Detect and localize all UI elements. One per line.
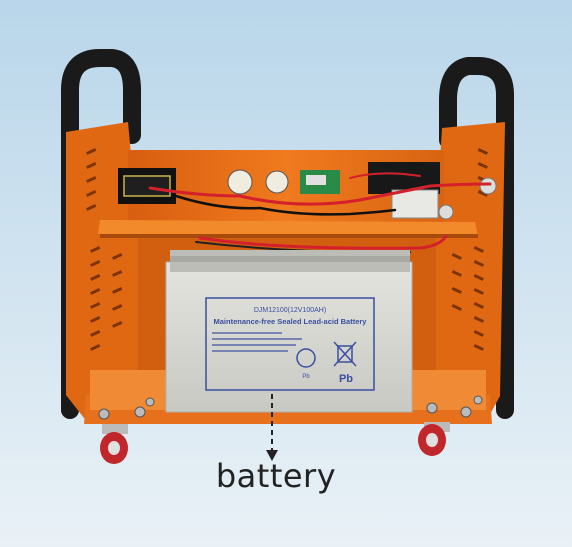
battery-label: [205, 297, 375, 391]
shelf: [98, 220, 478, 236]
battery-caption: battery: [215, 457, 337, 495]
display-module: [368, 162, 440, 194]
recycle-mark: Pb: [302, 374, 310, 380]
battery-model: DJM12100(12V100AH): [254, 307, 326, 314]
battery-case: [165, 261, 413, 413]
left-vents: [86, 147, 123, 351]
red-cable: [148, 182, 492, 206]
terminal-block: [391, 189, 439, 219]
right-handle: [439, 57, 514, 419]
right-vents: [451, 147, 488, 351]
crossed-bin-icon: [333, 341, 357, 367]
pointer-arrow-head: [266, 450, 278, 461]
left-handle: [61, 49, 141, 419]
battery-title: Maintenance-free Sealed Lead-acid Batter…: [214, 317, 368, 326]
fuse-holder: [227, 169, 253, 195]
recycle-icon: [296, 348, 316, 368]
front-right-wheel: [418, 422, 450, 456]
bin-mark: Pb: [339, 373, 353, 385]
front-left-wheel: [100, 424, 128, 464]
